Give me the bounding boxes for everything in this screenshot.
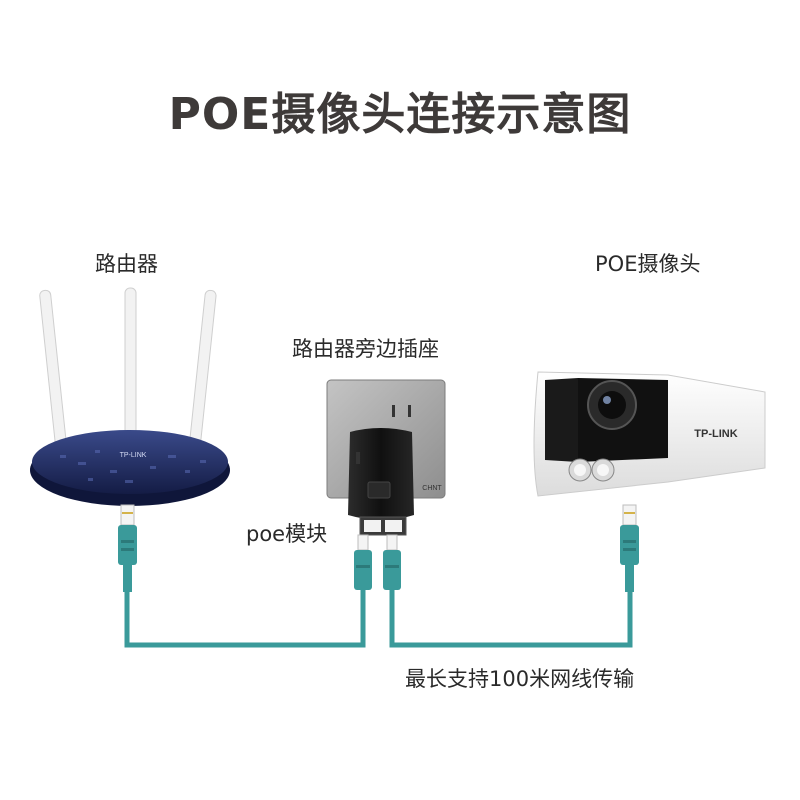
camera-plug-icon [620,504,639,592]
router-label: 路由器 [95,252,158,276]
camera-brand-logo: TP-LINK [694,428,737,440]
poe-module-icon [348,428,414,590]
poe-camera-icon: TP-LINK [533,371,766,497]
cable-router-to-poe [124,590,366,648]
socket-label: 路由器旁边插座 [292,337,439,361]
poe-module-label: poe模块 [246,522,328,546]
socket-brand-logo: CHNT [422,485,442,492]
router-brand-logo: TP-LINK [120,452,147,459]
router-icon: TP-LINK [30,287,230,506]
cable-distance-label: 最长支持100米网线传输 [405,667,635,691]
cable-poe-to-camera [389,590,633,648]
network-cables [124,590,633,648]
diagram-title: POE摄像头连接示意图 [168,89,632,140]
router-plug-icon [118,504,137,592]
camera-label: POE摄像头 [595,252,701,276]
